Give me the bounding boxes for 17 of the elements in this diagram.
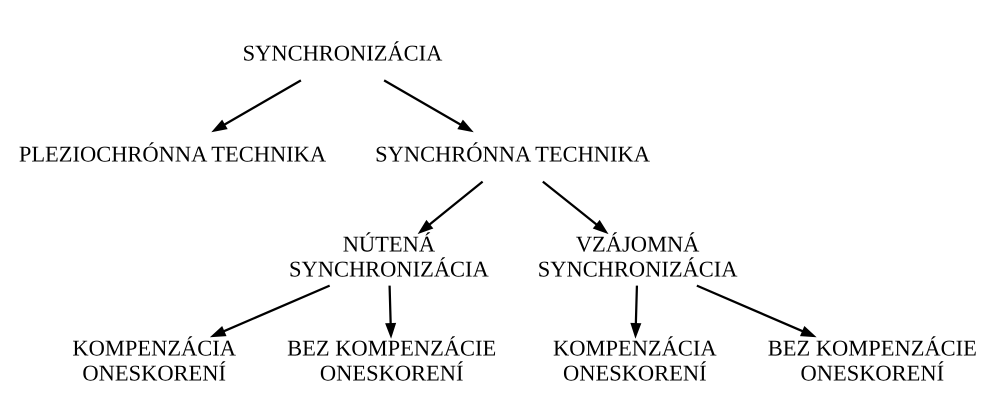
arrow: [383, 79, 474, 132]
node-text: PLEZIOCHRÓNNA TECHNIKA: [18, 141, 326, 166]
node-text: SYNCHRÓNNA TECHNIKA: [374, 141, 650, 166]
arrow: [210, 79, 301, 132]
arrow: [384, 286, 396, 339]
node-text: VZÁJOMNÁ SYNCHRONIZÁCIA: [537, 231, 737, 282]
arrow: [542, 180, 608, 234]
node-text: BEZ KOMPENZÁCIE ONESKORENÍ: [767, 335, 976, 386]
arrow: [209, 284, 330, 338]
arrow: [417, 180, 483, 234]
node-text: KOMPENZÁCIA ONESKORENÍ: [552, 335, 716, 386]
node-text: KOMPENZÁCIA ONESKORENÍ: [72, 335, 236, 386]
node-text: BEZ KOMPENZÁCIE ONESKORENÍ: [286, 335, 496, 386]
node-text: NÚTENÁ SYNCHRONIZÁCIA: [288, 231, 488, 282]
arrow: [630, 286, 641, 339]
arrow: [696, 284, 816, 338]
node-text: SYNCHRONIZÁCIA: [242, 40, 442, 66]
